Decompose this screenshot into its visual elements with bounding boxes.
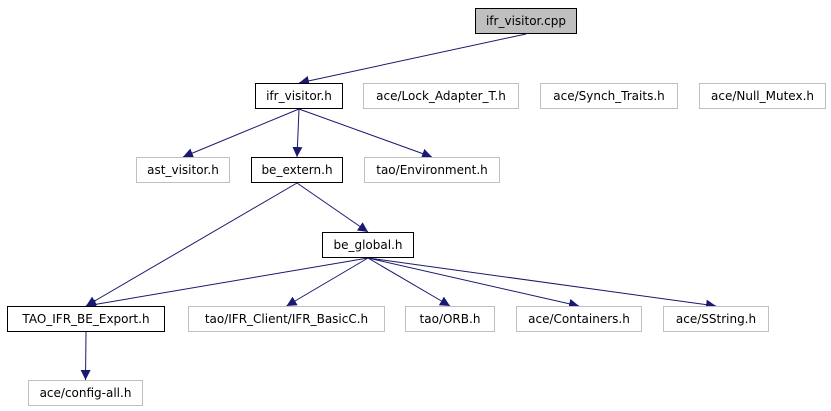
node-tao-ifr-be-export-h[interactable]: TAO_IFR_BE_Export.h	[7, 306, 165, 332]
edge-be_extern-to-tao_ifr_be_export	[85, 182, 298, 307]
edge-tao_ifr_be_export-to-config_all	[80, 331, 91, 381]
node-be-extern-h[interactable]: be_extern.h	[251, 157, 343, 183]
node-tao-ifr-client-ifr-basicc-h[interactable]: tao/IFR_Client/IFR_BasicC.h	[188, 306, 385, 332]
edge-ifr_visitor_h-to-environment	[298, 108, 433, 159]
node-ace-config-all-h[interactable]: ace/config-all.h	[28, 380, 143, 406]
edge-be_global-to-tao_ifr_be_export	[85, 257, 369, 310]
edge-ifr_visitor_cpp-to-ifr_visitor_h	[298, 33, 527, 86]
node-ace-containers-h[interactable]: ace/Containers.h	[516, 306, 642, 332]
edge-ifr_visitor_h-to-be_extern	[292, 108, 303, 158]
node-synch-traits-h[interactable]: ace/Synch_Traits.h	[540, 83, 678, 109]
node-tao-orb-h[interactable]: tao/ORB.h	[405, 306, 495, 332]
node-tao-environment-h[interactable]: tao/Environment.h	[364, 157, 500, 183]
node-ast-visitor-h[interactable]: ast_visitor.h	[136, 157, 230, 183]
edge-be_global-to-orb	[367, 257, 451, 307]
edge-ifr_visitor_h-to-ast_visitor	[182, 108, 300, 158]
node-null-mutex-h[interactable]: ace/Null_Mutex.h	[699, 83, 826, 109]
edge-be_global-to-ifr_basicc	[286, 257, 369, 307]
node-ifr-visitor-cpp[interactable]: ifr_visitor.cpp	[475, 8, 577, 34]
node-ifr-visitor-h[interactable]: ifr_visitor.h	[255, 83, 343, 109]
node-lock-adapter-t-h[interactable]: ace/Lock_Adapter_T.h	[363, 83, 519, 109]
node-ace-sstring-h[interactable]: ace/SString.h	[663, 306, 769, 332]
edge-be_global-to-sstring	[367, 257, 717, 310]
edge-be_extern-to-be_global	[296, 182, 369, 233]
node-be-global-h[interactable]: be_global.h	[322, 232, 414, 258]
edge-be_global-to-containers	[367, 257, 580, 309]
